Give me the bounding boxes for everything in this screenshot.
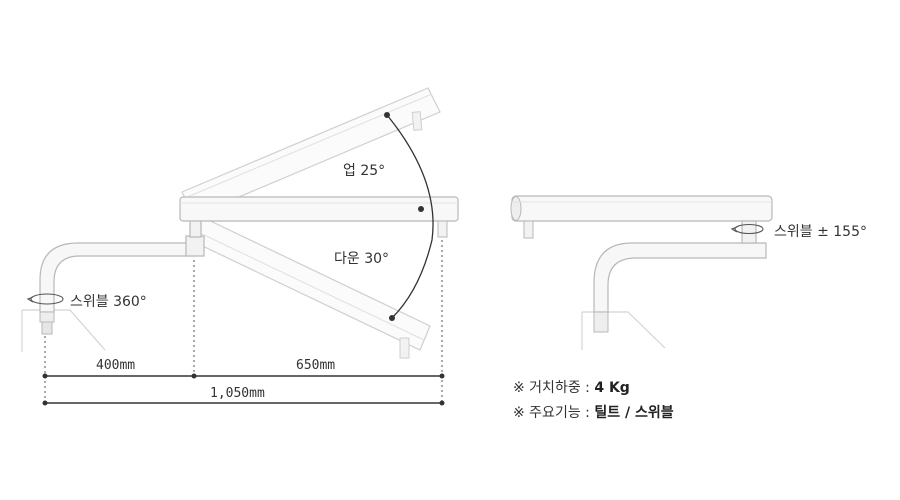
up-angle-label: 업 25° <box>343 163 385 179</box>
pole-bracket-left <box>39 218 205 313</box>
base-clamp <box>39 311 55 335</box>
right-view: 스위블 ± 155° <box>510 195 867 350</box>
note-load-prefix: ※ 거치하중 : <box>513 380 594 396</box>
desk-edge-left <box>21 309 106 352</box>
note-load: ※ 거치하중 : 4 Kg <box>513 380 630 396</box>
swivel-arrow-right <box>730 223 764 235</box>
pole-bracket-right <box>593 220 767 333</box>
ghost-arm-down <box>189 215 431 359</box>
ghost-arm-up <box>181 87 441 217</box>
spec-notes: ※ 거치하중 : 4 Kg ※ 주요기능 : 틸트 / 스위블 <box>513 380 674 421</box>
note-functions: ※ 주요기능 : 틸트 / 스위블 <box>513 405 674 421</box>
swivel-label-left: 스위블 360° <box>70 294 147 310</box>
down-angle-label: 다운 30° <box>334 251 389 267</box>
dimension-line-upper <box>42 373 445 379</box>
left-view: 스위블 360° 업 25° 다운 30° 400m <box>21 87 459 406</box>
dimension-line-lower <box>42 400 445 406</box>
dim-400-label: 400mm <box>96 358 135 373</box>
tilt-angle-arc <box>384 112 434 321</box>
note-functions-value: 틸트 / 스위블 <box>594 405 673 421</box>
right-arm-bar <box>510 195 773 239</box>
swivel-arrow-left <box>26 293 64 305</box>
dim-total-label: 1,050mm <box>210 386 265 401</box>
main-arm-horizontal <box>179 196 459 238</box>
dim-650-label: 650mm <box>296 358 335 373</box>
note-load-value: 4 Kg <box>594 380 630 396</box>
swivel-label-right: 스위블 ± 155° <box>774 224 867 240</box>
note-functions-prefix: ※ 주요기능 : <box>513 405 594 421</box>
